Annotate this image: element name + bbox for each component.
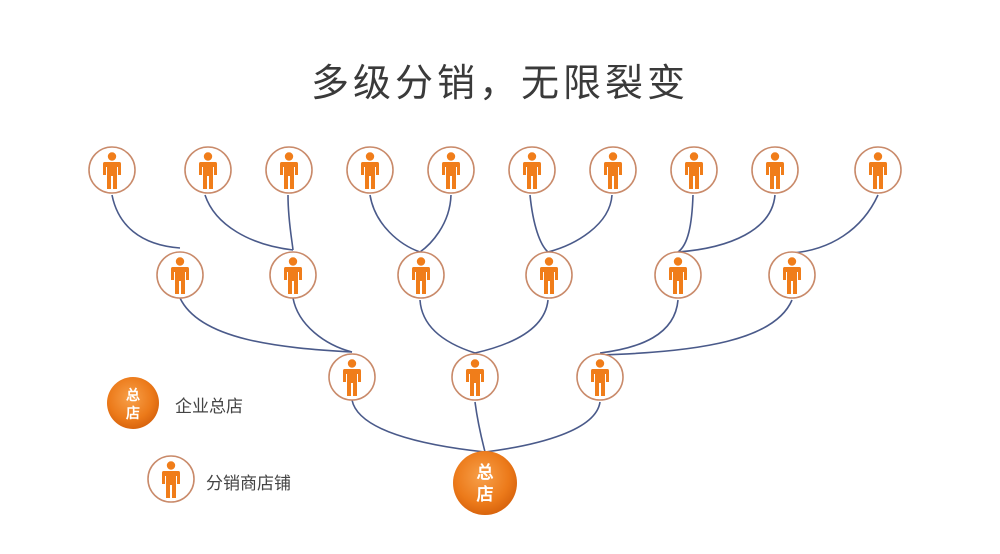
store-badge-icon (107, 377, 159, 429)
hq-label-bottom: 店 (477, 484, 494, 505)
legend-label-distributor: 分销商店铺 (206, 474, 291, 494)
connector-line (474, 401, 486, 453)
connector-line (179, 297, 353, 353)
connector-line (111, 194, 181, 249)
person-icon (265, 146, 313, 194)
person-icon (451, 353, 499, 401)
connection-lines (111, 194, 879, 453)
person-icon (525, 251, 573, 299)
person-icon (768, 251, 816, 299)
connector-line (287, 194, 294, 251)
person-icon (147, 455, 195, 503)
legend-item-distributor (147, 455, 195, 503)
legend-item-headquarters: 总 店 (107, 377, 159, 429)
connector-line (599, 299, 679, 354)
person-icon (854, 146, 902, 194)
connector-line (204, 194, 294, 251)
legend-label-headquarters: 企业总店 (175, 397, 243, 417)
connector-line (369, 194, 421, 253)
tier-2-distributors (328, 353, 624, 401)
person-icon (654, 251, 702, 299)
tier-3-distributors (156, 251, 816, 299)
person-icon (508, 146, 556, 194)
connector-line (484, 401, 601, 453)
legend: 总 店 (107, 377, 195, 503)
hq-label-top: 总 (477, 462, 494, 483)
legend-hq-label-top: 总 (126, 387, 140, 404)
connector-line (529, 194, 549, 253)
connector-line (351, 399, 486, 453)
legend-hq-label-bottom: 店 (126, 405, 140, 422)
person-icon (88, 146, 136, 194)
tier-4-distributors (88, 146, 902, 194)
connector-line (677, 194, 694, 253)
connector-line (791, 194, 879, 254)
connector-line (599, 299, 793, 356)
person-icon (751, 146, 799, 194)
person-icon (427, 146, 475, 194)
connector-line (419, 194, 452, 253)
person-icon (184, 146, 232, 194)
person-icon (156, 251, 204, 299)
connector-line (547, 194, 613, 253)
connector-line (474, 299, 549, 354)
connector-line (677, 194, 776, 253)
store-badge-icon (453, 451, 517, 515)
person-icon (670, 146, 718, 194)
person-icon (397, 251, 445, 299)
person-icon (269, 251, 317, 299)
connector-line (292, 297, 353, 353)
page-title: 多级分销，无限裂变 (310, 61, 689, 105)
person-icon (346, 146, 394, 194)
headquarters-node: 总 店 (453, 451, 517, 515)
connector-line (419, 299, 476, 354)
person-icon (576, 353, 624, 401)
person-icon (328, 353, 376, 401)
person-icon (589, 146, 637, 194)
